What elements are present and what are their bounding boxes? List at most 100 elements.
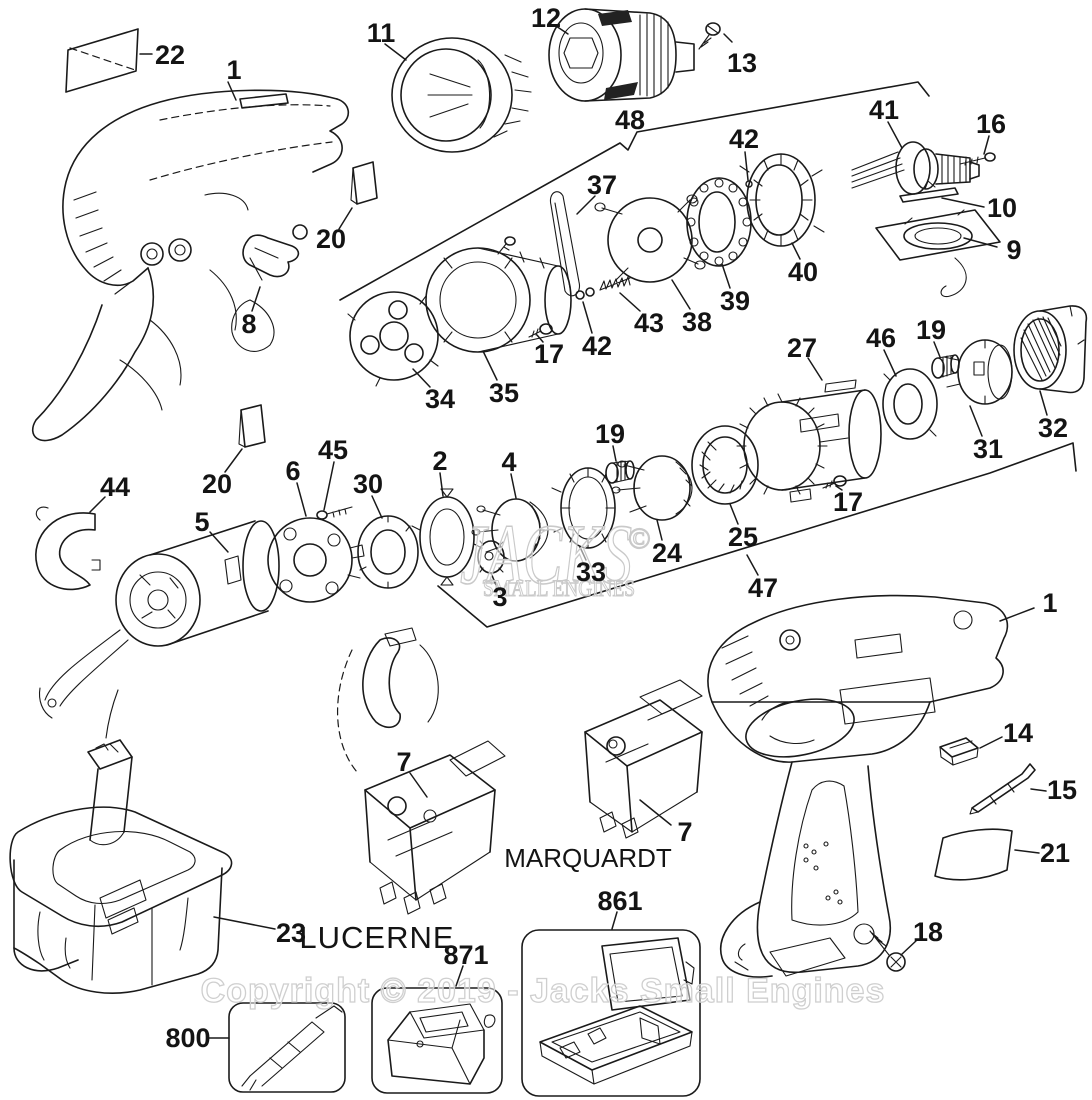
callout-17-left: 17 bbox=[534, 339, 564, 369]
group-line-48 bbox=[339, 81, 930, 301]
part-ring-gear-40 bbox=[739, 153, 825, 247]
part-bracket-44 bbox=[35, 506, 101, 591]
callout-40: 40 bbox=[788, 257, 818, 287]
callout-21: 21 bbox=[1040, 838, 1070, 868]
callout-13: 13 bbox=[727, 48, 757, 78]
callout-37: 37 bbox=[587, 170, 617, 200]
part-pad-lower bbox=[238, 404, 266, 448]
callout-1-left: 1 bbox=[226, 55, 241, 85]
callout-6: 6 bbox=[285, 456, 300, 486]
callout-35: 35 bbox=[489, 378, 519, 408]
part-carrier-38 bbox=[594, 194, 706, 283]
callout-24: 24 bbox=[652, 538, 682, 568]
callout-14: 14 bbox=[1003, 718, 1033, 748]
part-spindle bbox=[851, 141, 980, 195]
callout-27: 27 bbox=[787, 333, 817, 363]
watermark-logo: JACKS © SMALL ENGINES bbox=[459, 505, 651, 603]
callout-19-center: 19 bbox=[595, 419, 625, 449]
part-screw-13 bbox=[698, 22, 721, 50]
callout-34: 34 bbox=[425, 384, 455, 414]
callout-46: 46 bbox=[866, 323, 896, 353]
callout-3: 3 bbox=[492, 582, 507, 612]
group-line-47 bbox=[437, 442, 1077, 628]
part-gear-drum bbox=[425, 236, 572, 353]
leader-lines bbox=[89, 25, 1048, 1039]
callout-861: 861 bbox=[597, 886, 642, 916]
box-800 bbox=[228, 1002, 346, 1093]
callout-8: 8 bbox=[241, 309, 256, 339]
callout-labels: 22 1 11 12 13 48 42 41 16 10 9 37 20 8 4… bbox=[100, 3, 1077, 1053]
callout-33: 33 bbox=[576, 557, 606, 587]
watermark-logo-subtext: SMALL ENGINES bbox=[483, 576, 635, 601]
callout-19-right: 19 bbox=[916, 315, 946, 345]
part-clutch-plate bbox=[411, 488, 483, 586]
part-carrier-34 bbox=[347, 291, 439, 387]
part-label-sticker bbox=[65, 28, 139, 93]
callout-39: 39 bbox=[720, 286, 750, 316]
callout-42-lower: 42 bbox=[582, 331, 612, 361]
part-strap-hook bbox=[337, 627, 439, 773]
part-housing-left bbox=[31, 89, 350, 442]
callout-18: 18 bbox=[913, 917, 943, 947]
part-ball-pin bbox=[575, 287, 595, 300]
part-battery-pack bbox=[9, 806, 233, 994]
callout-7-right: 7 bbox=[677, 817, 692, 847]
watermark-logo-text: JACKS bbox=[460, 506, 632, 602]
part-motor bbox=[44, 520, 280, 708]
part-screw-16 bbox=[959, 152, 996, 166]
part-pinion-center bbox=[605, 460, 635, 484]
callout-10: 10 bbox=[987, 193, 1017, 223]
part-screw-17-left bbox=[528, 323, 553, 338]
part-bit bbox=[969, 763, 1036, 815]
callout-31: 31 bbox=[973, 434, 1003, 464]
box-871 bbox=[371, 987, 503, 1094]
callout-2: 2 bbox=[432, 446, 447, 476]
box-861 bbox=[521, 929, 701, 1097]
callout-12: 12 bbox=[531, 3, 561, 33]
watermark-copyright: Copyright © 2019 - Jacks Small Engines bbox=[201, 972, 886, 1010]
part-washer-46 bbox=[882, 368, 938, 440]
part-clip-10 bbox=[899, 180, 959, 203]
callout-20-upper: 20 bbox=[316, 224, 346, 254]
callout-38: 38 bbox=[682, 307, 712, 337]
part-screw-18 bbox=[869, 930, 906, 972]
callout-44: 44 bbox=[100, 472, 130, 502]
watermark-logo-mark: © bbox=[628, 522, 651, 555]
part-switch-marquardt bbox=[584, 679, 703, 839]
callout-15: 15 bbox=[1047, 775, 1077, 805]
callout-1-right: 1 bbox=[1042, 588, 1057, 618]
part-wire-clip bbox=[549, 191, 581, 297]
part-screw-17-right bbox=[822, 475, 847, 489]
callout-23: 23 bbox=[276, 918, 306, 948]
callout-871: 871 bbox=[443, 940, 488, 970]
callout-20-lower: 20 bbox=[202, 469, 232, 499]
part-carrier-24 bbox=[611, 455, 693, 521]
part-plate-9 bbox=[875, 209, 1001, 298]
part-pad-upper bbox=[350, 161, 378, 205]
brand-labels: LUCERNE MARQUARDT bbox=[299, 843, 671, 955]
part-switch-lucerne bbox=[364, 740, 506, 915]
part-housing-right bbox=[707, 594, 1009, 978]
part-gear-4 bbox=[471, 498, 549, 562]
callout-4: 4 bbox=[501, 447, 516, 477]
part-ring-30 bbox=[357, 515, 419, 589]
callout-47: 47 bbox=[748, 573, 778, 603]
brand-marquardt: MARQUARDT bbox=[504, 843, 672, 873]
callout-17-right: 17 bbox=[833, 487, 863, 517]
callout-48: 48 bbox=[615, 105, 645, 135]
brand-lucerne: LUCERNE bbox=[299, 920, 454, 955]
callout-43: 43 bbox=[634, 308, 664, 338]
part-spring bbox=[599, 276, 631, 291]
part-end-cap-31 bbox=[943, 339, 1013, 405]
part-screw-45 bbox=[316, 506, 353, 520]
callout-22: 22 bbox=[155, 40, 185, 70]
part-clutch-collar bbox=[391, 37, 532, 153]
part-battery-stem bbox=[38, 687, 133, 846]
part-label-sheet bbox=[934, 828, 1013, 881]
part-end-cap bbox=[267, 517, 365, 603]
callout-45: 45 bbox=[318, 435, 348, 465]
part-perforated-ring bbox=[686, 177, 752, 267]
part-chuck bbox=[548, 8, 695, 102]
callout-25: 25 bbox=[728, 522, 758, 552]
callout-800: 800 bbox=[165, 1023, 210, 1053]
